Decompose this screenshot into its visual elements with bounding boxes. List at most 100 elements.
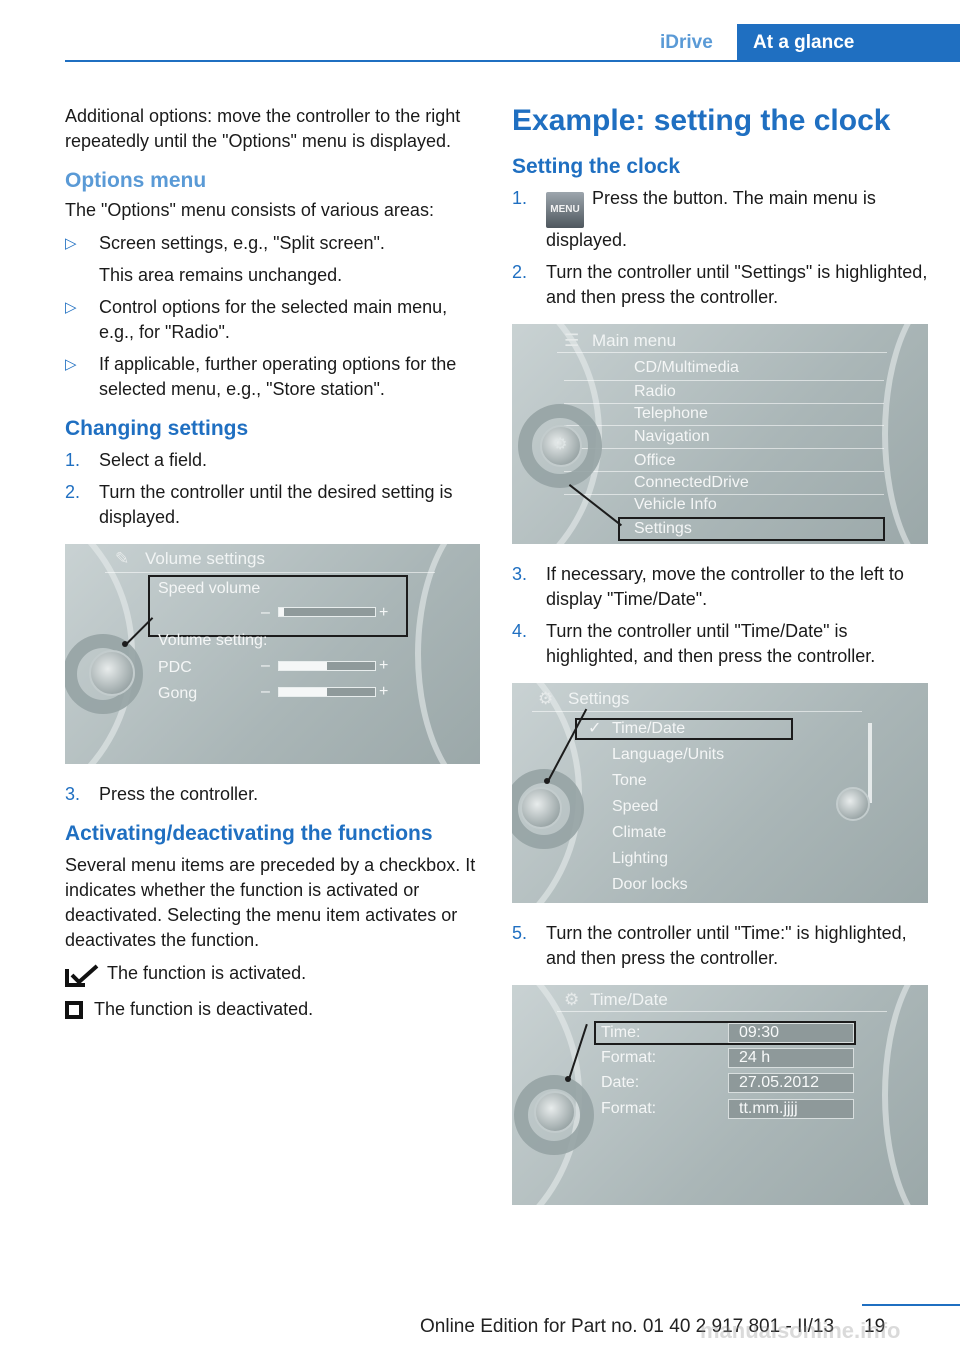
settings-item: Tone xyxy=(612,772,647,789)
step-text: Press the controller. xyxy=(99,784,259,804)
row-divider xyxy=(564,380,884,381)
activating-heading: Activating/deactivating the functions xyxy=(65,822,433,845)
step-text: Turn the controller until the desired se… xyxy=(99,482,453,527)
activating-paragraph: Several menu items are preceded by a che… xyxy=(65,855,476,950)
header-section-label: iDrive xyxy=(660,32,713,53)
time-value-field: 09:30 xyxy=(728,1023,854,1043)
highlight-frame xyxy=(618,517,885,541)
intro-paragraph: Additional options: move the controller … xyxy=(65,106,461,151)
menu-item: ConnectedDrive xyxy=(634,474,749,491)
options-item-text: Control options for the selected main me… xyxy=(99,297,448,342)
step-item: 3. Press the controller. xyxy=(65,782,480,807)
header-chapter-tab: At a glance xyxy=(737,24,960,61)
title-divider xyxy=(532,711,862,712)
step-item: 3. If necessary, move the controller to … xyxy=(512,562,928,612)
menu-item: Telephone xyxy=(634,405,708,422)
options-item: ▷ If applicable, further operating optio… xyxy=(65,352,480,402)
example-title: Example: setting the clock xyxy=(512,104,891,137)
figure-title: Volume settings xyxy=(145,549,266,568)
checkbox-unchecked-icon xyxy=(65,1001,83,1019)
figure-title: Time/Date xyxy=(590,990,668,1009)
controller-knob-icon xyxy=(534,1091,576,1133)
step-number: 2. xyxy=(65,482,81,502)
step-number: 3. xyxy=(65,784,81,804)
controller-ring xyxy=(512,769,584,849)
gong-volume-bar xyxy=(278,687,376,697)
changing-settings-heading: Changing settings xyxy=(65,417,249,440)
volume-settings-screen-figure: ✎ Volume settings Speed volume – + Volum… xyxy=(65,544,480,764)
footer-rule xyxy=(862,1304,960,1306)
deactivated-text: The function is deactivated. xyxy=(94,999,314,1019)
settings-item: Lighting xyxy=(612,850,669,867)
row-divider xyxy=(564,494,884,495)
screen-arc xyxy=(415,544,480,764)
pointer-dot xyxy=(544,778,550,784)
highlight-frame xyxy=(148,575,408,637)
edition-note: Online Edition for Part no. 01 40 2 917 … xyxy=(420,1316,835,1337)
highlight-frame xyxy=(594,1021,856,1045)
right-column: Example: setting the clock Setting the c… xyxy=(512,104,928,1223)
step-item: 2. Turn the controller until "Settings" … xyxy=(512,260,928,310)
checkbox-checked-icon xyxy=(65,964,99,987)
minus-sign: – xyxy=(261,604,270,621)
options-menu-heading: Options menu xyxy=(65,169,207,192)
speed-volume-label: Speed volume xyxy=(158,580,261,597)
title-divider xyxy=(557,1011,887,1012)
row-divider xyxy=(564,448,884,449)
volume-setting-label: Volume setting: xyxy=(158,632,268,649)
figure-title: Settings xyxy=(568,689,630,708)
gear-icon: ⚙ xyxy=(553,436,568,453)
settings-screen-figure: ⚙ Settings ✓ Time/Date Language/Units To… xyxy=(512,683,928,903)
options-item-note: This area remains unchanged. xyxy=(99,265,343,285)
pdc-label: PDC xyxy=(158,659,192,676)
controller-knob-icon xyxy=(520,787,562,829)
gear-icon: ⚙ xyxy=(564,990,580,1009)
step-item: 5. Turn the controller until "Time:" is … xyxy=(512,921,928,971)
pdc-volume-bar xyxy=(278,661,376,671)
header-rule xyxy=(65,60,960,62)
controller-knob-icon xyxy=(89,650,135,696)
menu-button-icon: MENU xyxy=(546,192,584,228)
speaker-settings-icon: ✎ xyxy=(115,549,130,568)
step-item: 2. Turn the controller until the desired… xyxy=(65,480,480,530)
step-text: Press the button. The main menu is displ… xyxy=(546,188,876,250)
activated-text: The function is activated. xyxy=(107,963,307,983)
screen-arc xyxy=(882,324,928,544)
plus-sign: + xyxy=(379,604,389,621)
settings-item-selected: Time/Date xyxy=(612,720,686,737)
gong-volume-bar-fill xyxy=(279,688,327,696)
secondary-knob-icon xyxy=(836,787,870,821)
scrollbar-indicator xyxy=(868,723,872,803)
step-number: 2. xyxy=(512,262,528,282)
settings-item: Speed xyxy=(612,798,659,815)
setting-clock-heading: Setting the clock xyxy=(512,155,681,178)
deactivated-legend: The function is deactivated. xyxy=(65,997,480,1025)
row-divider xyxy=(564,471,884,472)
speed-volume-bar xyxy=(278,607,376,617)
step-text: Turn the controller until "Settings" is … xyxy=(546,262,928,307)
speed-volume-bar-fill xyxy=(279,608,284,616)
options-item: ▷ Control options for the selected main … xyxy=(65,295,480,345)
plus-sign: + xyxy=(379,657,389,674)
title-divider xyxy=(105,572,435,573)
date-format-field: tt.mm.jjjj xyxy=(728,1099,854,1119)
step-text: If necessary, move the controller to the… xyxy=(546,564,904,609)
step-number: 3. xyxy=(512,564,528,584)
format-label: Format: xyxy=(601,1100,657,1117)
step-number: 1. xyxy=(512,188,528,208)
triangle-bullet-icon: ▷ xyxy=(65,299,77,316)
time-label: Time: xyxy=(601,1024,641,1041)
figure-title: Main menu xyxy=(592,331,677,350)
step-item: 1. Select a field. xyxy=(65,448,480,473)
row-divider xyxy=(564,425,884,426)
format-label: Format: xyxy=(601,1049,657,1066)
controller-knob-icon xyxy=(540,425,582,467)
options-intro: The "Options" menu consists of various a… xyxy=(65,200,434,220)
time-date-screen-figure: ⚙ Time/Date Time: 09:30 Format: 24 h Dat… xyxy=(512,985,928,1205)
step-text: Turn the controller until "Time:" is hig… xyxy=(546,923,907,968)
menu-item: Office xyxy=(634,452,676,469)
pointer-dot xyxy=(565,1076,571,1082)
menu-item: Navigation xyxy=(634,428,710,445)
menu-item: CD/Multimedia xyxy=(634,359,739,376)
check-icon: ✓ xyxy=(588,720,602,737)
